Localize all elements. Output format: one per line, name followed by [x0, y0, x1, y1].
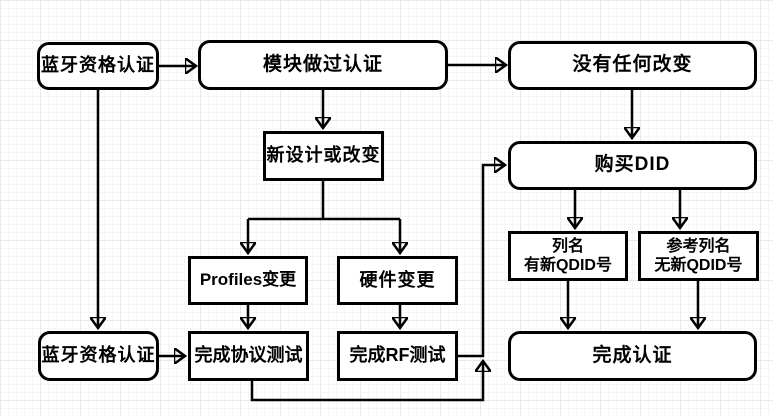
- node-hardware-change[interactable]: 硬件变更: [337, 256, 458, 305]
- node-label-line2: 有新QDID号: [523, 257, 612, 274]
- node-label: 蓝牙资格认证: [41, 345, 156, 366]
- node-complete-protocol-test[interactable]: 完成协议测试: [188, 331, 309, 381]
- node-label-line1: 参考列名: [666, 237, 731, 255]
- node-label: 模块做过认证: [262, 53, 383, 75]
- node-ref-listed-no-new-qdid[interactable]: 参考列名 无新QDID号: [638, 231, 759, 281]
- node-bluetooth-qualification-bottom[interactable]: 蓝牙资格认证: [38, 331, 159, 381]
- edge-protocoltest-to-junction[interactable]: [250, 361, 483, 402]
- node-bluetooth-qualification-top[interactable]: 蓝牙资格认证: [37, 42, 159, 90]
- node-label: 完成认证: [592, 344, 673, 366]
- node-label: Profiles变更: [199, 270, 297, 290]
- node-profiles-change[interactable]: Profiles变更: [188, 256, 308, 305]
- node-label: 没有任何改变: [572, 54, 693, 76]
- node-label-line2: 无新QDID号: [654, 257, 743, 274]
- node-new-design-or-change[interactable]: 新设计或改变: [263, 131, 384, 181]
- node-label: 蓝牙资格认证: [41, 55, 155, 76]
- node-label: 购买DID: [594, 154, 671, 176]
- node-listed-with-new-qdid[interactable]: 列名 有新QDID号: [508, 231, 628, 281]
- node-label: 完成RF测试: [349, 345, 446, 366]
- node-complete-certification[interactable]: 完成认证: [508, 331, 757, 381]
- node-label: 新设计或改变: [266, 145, 381, 166]
- node-no-change[interactable]: 没有任何改变: [508, 41, 757, 90]
- node-label-line1: 列名: [551, 237, 584, 255]
- node-complete-rf-test[interactable]: 完成RF测试: [337, 331, 458, 381]
- node-label: 硬件变更: [359, 269, 436, 290]
- node-module-certified[interactable]: 模块做过认证: [198, 40, 448, 90]
- edge-rftest-to-buydid[interactable]: [458, 165, 505, 358]
- edge-newdesign-split[interactable]: [248, 181, 400, 221]
- node-buy-did[interactable]: 购买DID: [508, 141, 757, 190]
- node-label: 完成协议测试: [194, 345, 303, 366]
